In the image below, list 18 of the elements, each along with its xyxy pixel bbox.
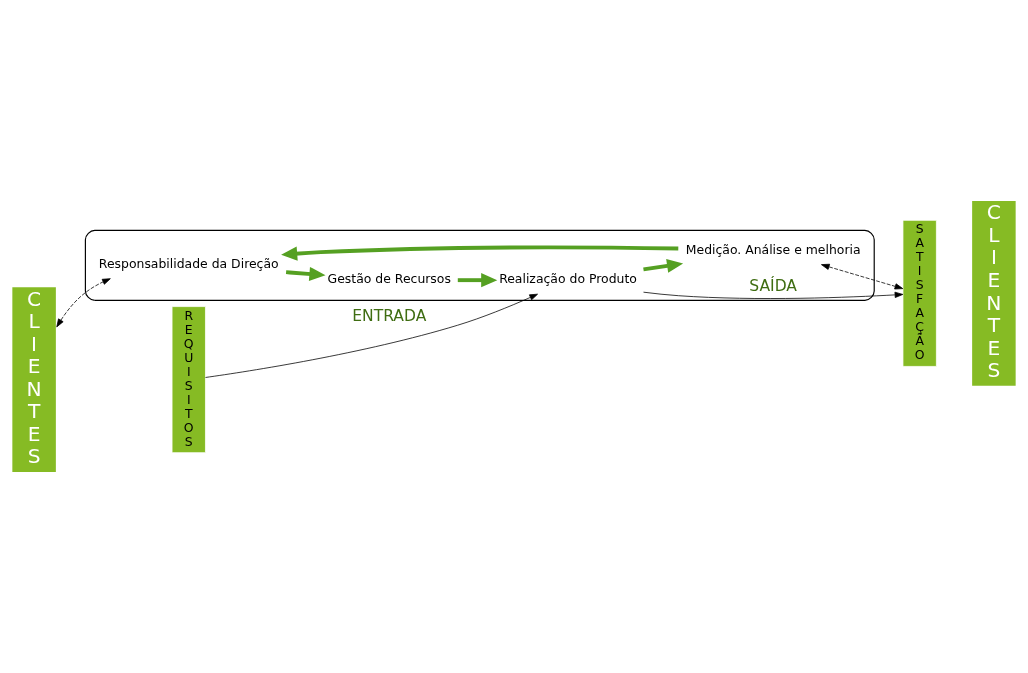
- node-text: Realização do Produto: [499, 271, 637, 287]
- node-box: CLIENTES: [970, 199, 1018, 388]
- node-box: SATISFAÇÃO: [902, 219, 937, 367]
- arrow: [821, 263, 904, 290]
- edge-label: ENTRADA: [352, 306, 427, 325]
- arrow: [285, 266, 326, 281]
- arrow: [56, 278, 111, 328]
- edge-label: SAÍDA: [749, 277, 798, 296]
- node-text: Responsabilidade da Direção: [98, 255, 279, 271]
- arrow: [643, 258, 684, 273]
- node-box: CLIENTES: [10, 285, 58, 474]
- arrow: [643, 291, 904, 299]
- node-box: REQUISITOS: [171, 306, 206, 454]
- arrow: [457, 273, 498, 288]
- node-text: Gestão de Recursos: [327, 271, 451, 287]
- node-text: Medição. Análise e melhoria: [685, 241, 861, 257]
- arrow: [205, 293, 538, 378]
- arrow: [281, 245, 679, 261]
